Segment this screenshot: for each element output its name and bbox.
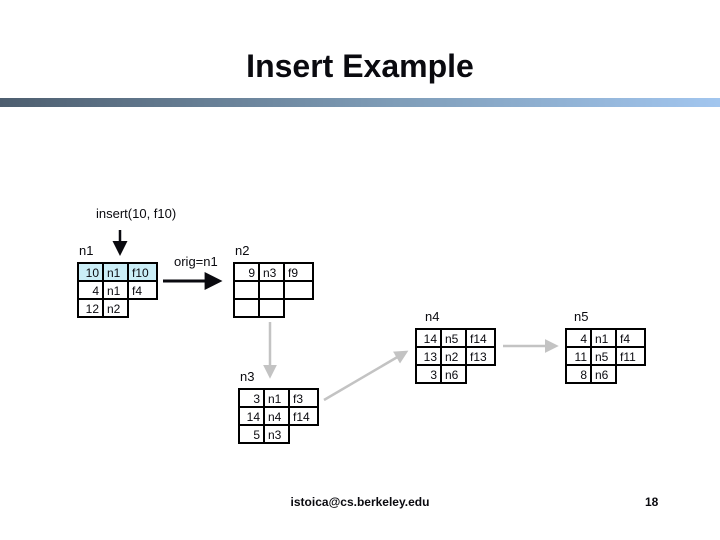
cell-file: f13 [465,346,496,366]
node-n1-label: n1 [79,243,94,258]
cell-node: n1 [590,328,617,348]
table-row: 12 n2 [77,298,158,318]
node-n4: n4 14 n5 f14 13 n2 f13 3 n6 [415,309,496,384]
cell-file: f14 [288,406,319,426]
cell-node: n6 [440,364,467,384]
table-row [233,280,314,300]
cell-file: f9 [283,262,314,282]
table-row: 8 n6 [565,364,646,384]
cell-key: 4 [565,328,592,348]
cell-key: 4 [77,280,104,300]
cell-node: n5 [440,328,467,348]
table-row: 13 n2 f13 [415,346,496,366]
insert-call-label: insert(10, f10) [96,206,177,221]
orig-label: orig=n1 [174,254,218,269]
cell-node: n3 [258,262,285,282]
table-row: 5 n3 [238,424,319,444]
cell-key: 11 [565,346,592,366]
cell-file [283,280,314,300]
cell-node: n4 [263,406,290,426]
footer-email: istoica@cs.berkeley.edu [290,495,430,509]
cell-node [258,280,285,300]
cell-key: 8 [565,364,592,384]
table-row: 3 n1 f3 [238,388,319,408]
cell-file: f10 [127,262,158,282]
cell-node: n1 [102,262,129,282]
table-row: 3 n6 [415,364,496,384]
node-n2-table: 9 n3 f9 [233,262,314,318]
cell-key: 10 [77,262,104,282]
table-row: 4 n1 f4 [565,328,646,348]
node-n5: n5 4 n1 f4 11 n5 f11 8 n6 [565,309,646,384]
cell-node: n2 [440,346,467,366]
node-n3: n3 3 n1 f3 14 n4 f14 5 n3 [238,369,319,444]
cell-node: n6 [590,364,617,384]
node-n2: n2 9 n3 f9 [233,243,314,318]
cell-node: n5 [590,346,617,366]
n3-to-n4-arrow [323,350,409,402]
table-row: 9 n3 f9 [233,262,314,282]
cell-file: f3 [288,388,319,408]
node-n1-table: 10 n1 f10 4 n1 f4 12 n2 [77,262,158,318]
node-n1: n1 10 n1 f10 4 n1 f4 12 n2 [77,243,158,318]
node-n2-label: n2 [235,243,250,258]
cell-key [233,298,260,318]
node-n5-table: 4 n1 f4 11 n5 f11 8 n6 [565,328,646,384]
cell-key: 9 [233,262,260,282]
cell-key: 3 [415,364,442,384]
cell-key: 3 [238,388,265,408]
cell-key: 13 [415,346,442,366]
slide-title: Insert Example [246,48,474,84]
cell-file: f11 [615,346,646,366]
table-row: 14 n5 f14 [415,328,496,348]
node-n3-table: 3 n1 f3 14 n4 f14 5 n3 [238,388,319,444]
node-n4-label: n4 [425,309,440,324]
cell-key: 12 [77,298,104,318]
node-n5-label: n5 [574,309,589,324]
cell-file: f4 [127,280,158,300]
table-row: 4 n1 f4 [77,280,158,300]
cell-file: f14 [465,328,496,348]
cell-file: f4 [615,328,646,348]
title-divider-bar [0,98,720,107]
table-row [233,298,314,318]
page-number: 18 [645,495,659,509]
cell-node: n1 [102,280,129,300]
cell-key: 14 [415,328,442,348]
cell-key: 14 [238,406,265,426]
table-row: 14 n4 f14 [238,406,319,426]
cell-node [258,298,285,318]
cell-node: n1 [263,388,290,408]
cell-key: 5 [238,424,265,444]
cell-key [233,280,260,300]
cell-node: n3 [263,424,290,444]
node-n3-label: n3 [240,369,255,384]
cell-node: n2 [102,298,129,318]
table-row: 10 n1 f10 [77,262,158,282]
table-row: 11 n5 f11 [565,346,646,366]
node-n4-table: 14 n5 f14 13 n2 f13 3 n6 [415,328,496,384]
